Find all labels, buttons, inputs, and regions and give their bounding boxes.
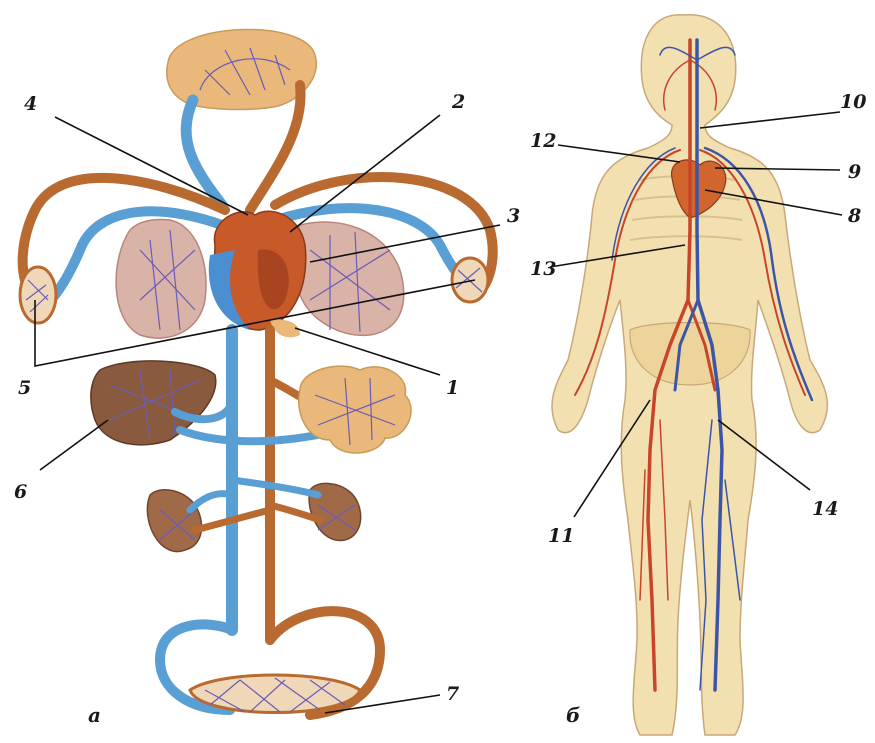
leader-6 — [40, 420, 108, 470]
label-6: 6 — [14, 481, 27, 503]
label-3: 3 — [507, 205, 520, 227]
leg-capillary-bed — [190, 675, 360, 713]
label-12: 12 — [530, 130, 556, 152]
label-2: 2 — [451, 91, 465, 113]
panel-a-caption: а — [88, 703, 101, 727]
label-1: 1 — [446, 377, 459, 399]
panel-a-schematic: 4 2 3 5 1 6 7 а — [14, 29, 520, 727]
label-11: 11 — [548, 525, 574, 547]
leader-10 — [700, 112, 840, 128]
intestine-icon — [299, 366, 411, 453]
label-10: 10 — [840, 91, 866, 113]
label-13: 13 — [530, 258, 556, 280]
arm-capillary-right — [452, 258, 488, 302]
label-14: 14 — [812, 498, 838, 520]
label-5: 5 — [18, 377, 31, 399]
panel-b-figure: 10 12 9 8 13 11 14 б — [530, 15, 866, 735]
leader-2 — [290, 115, 440, 232]
label-8: 8 — [847, 205, 861, 227]
label-4: 4 — [24, 93, 37, 115]
label-7: 7 — [446, 683, 459, 705]
label-9: 9 — [848, 161, 861, 183]
arm-capillary-left — [20, 267, 56, 323]
panel-b-caption: б — [566, 703, 580, 727]
leader-4 — [55, 117, 248, 215]
